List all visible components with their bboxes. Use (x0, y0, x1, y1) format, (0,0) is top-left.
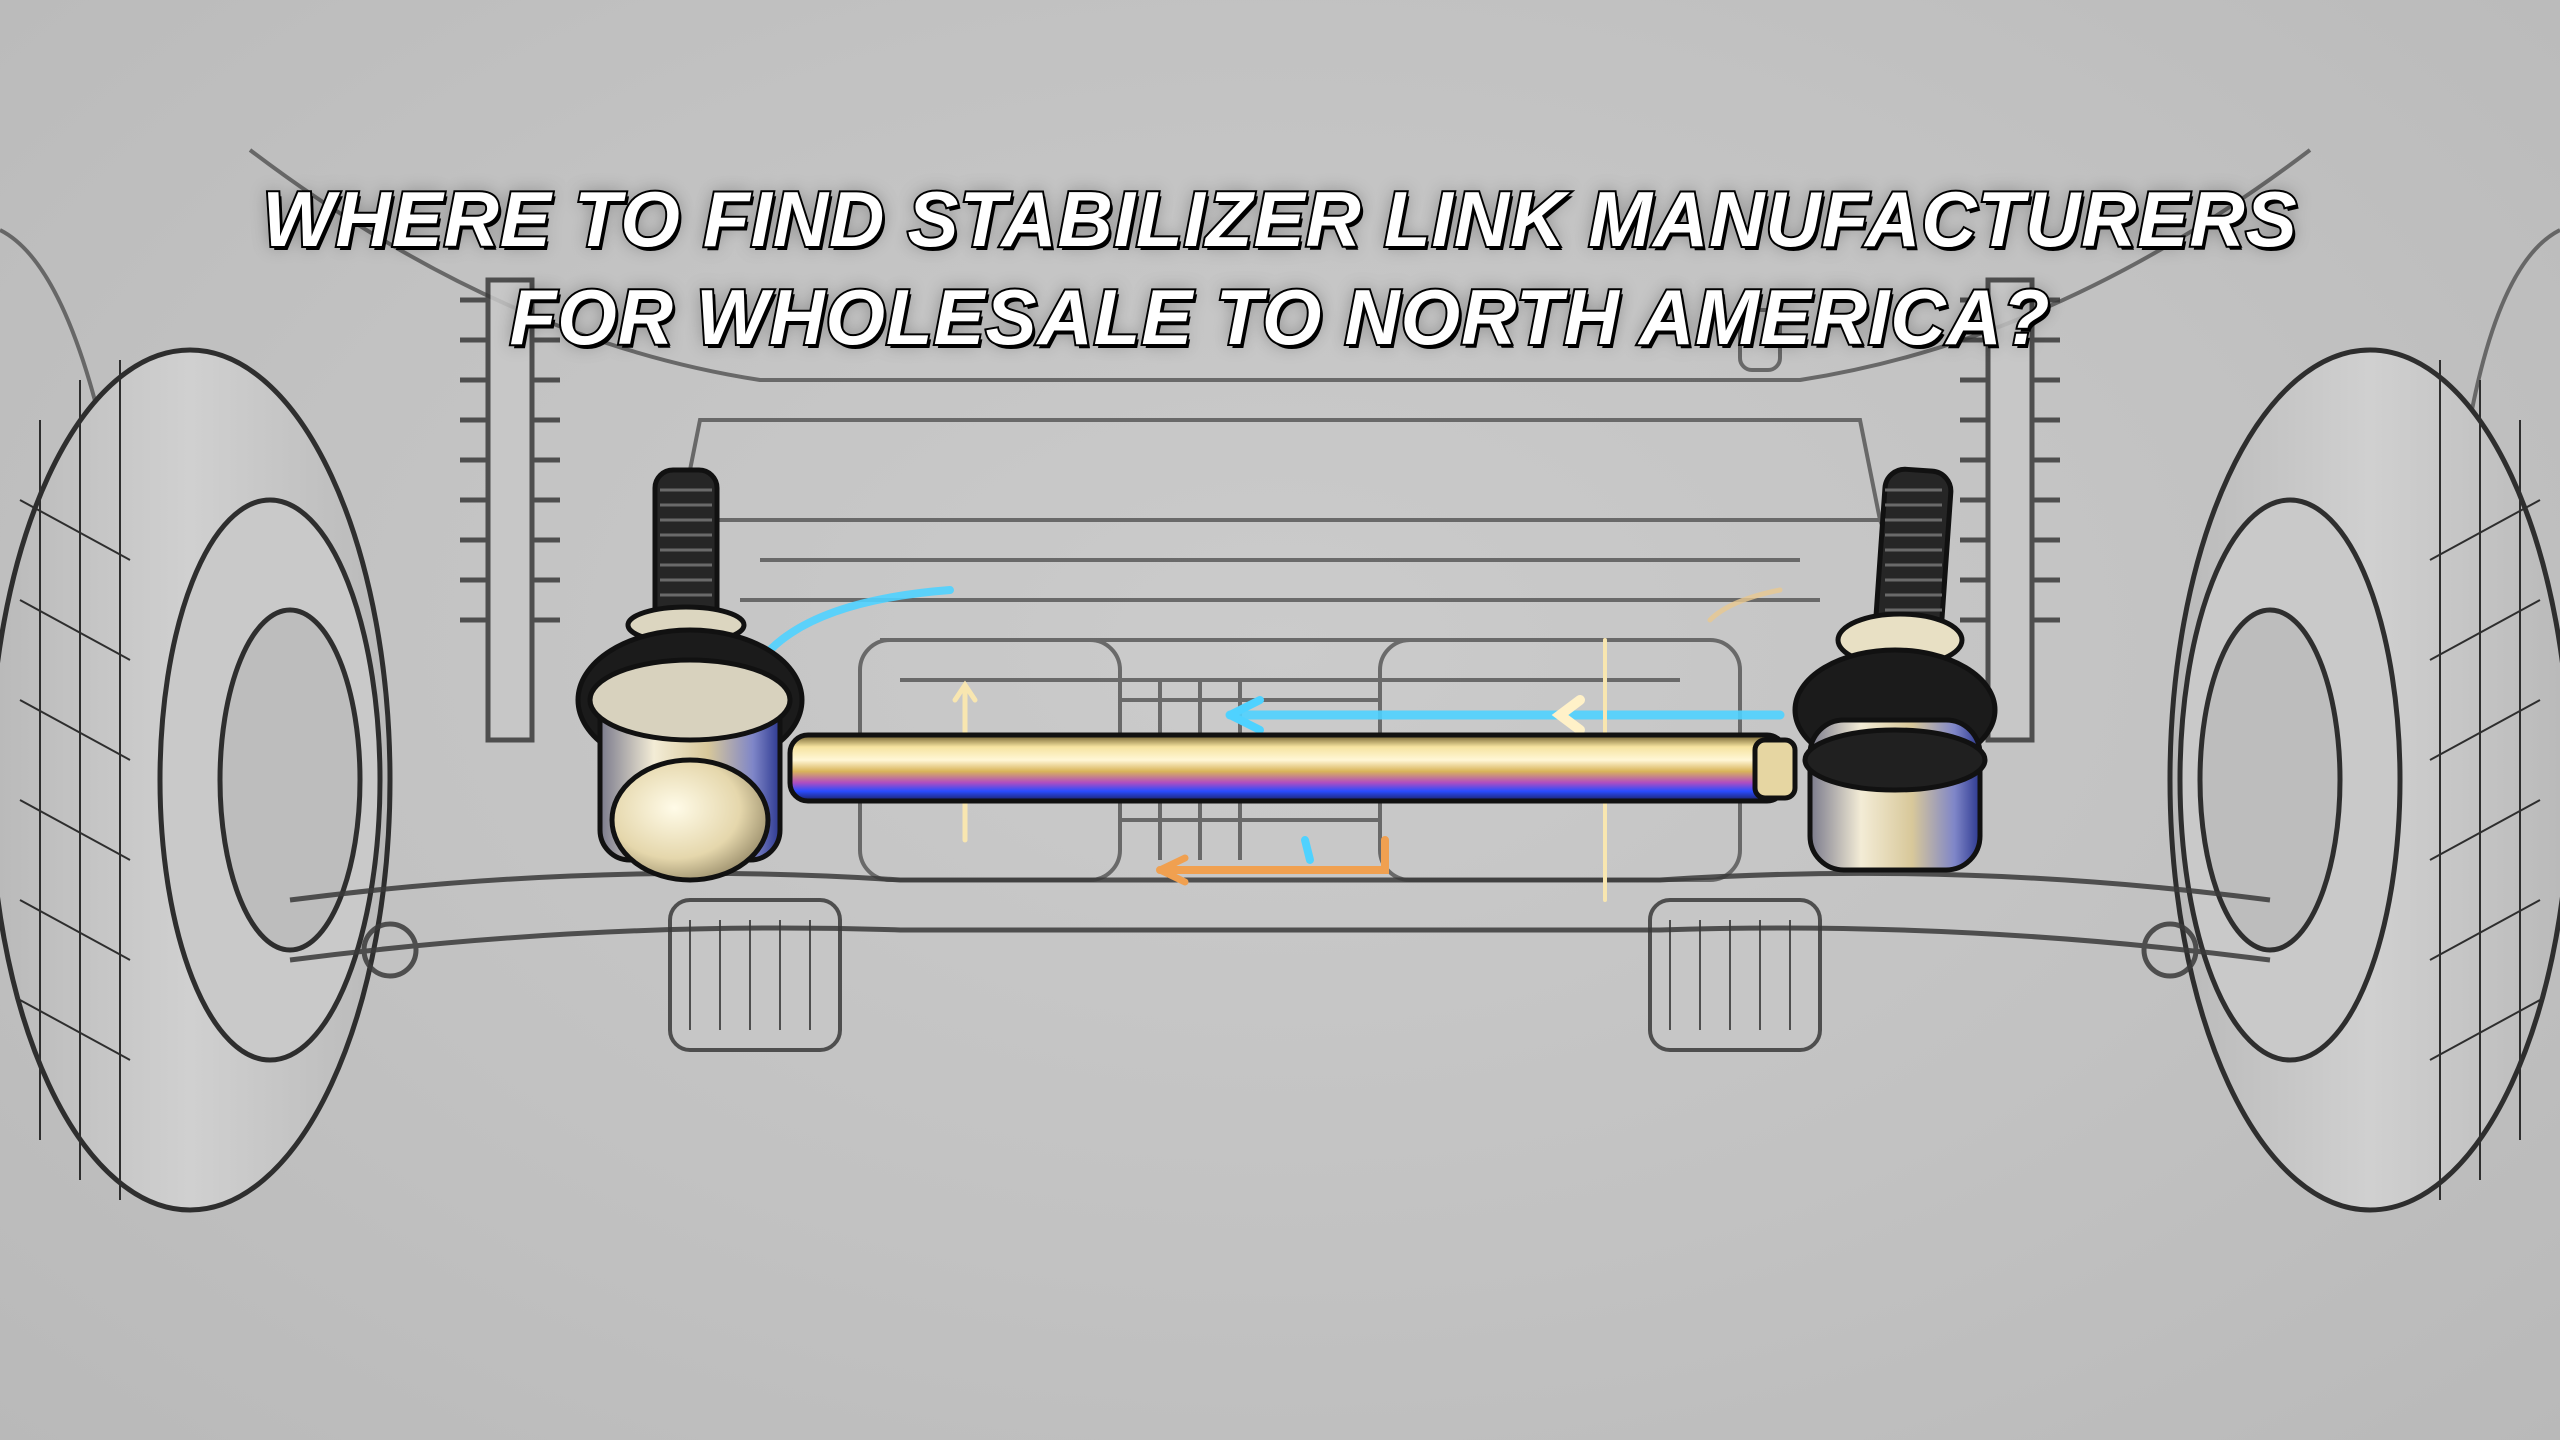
left-coil-spring (460, 277, 560, 743)
control-arms (289, 870, 2271, 979)
stabilizer-link (575, 466, 1998, 883)
title-line-2: FOR WHOLESALE TO NORTH AMERICA? (508, 271, 2052, 363)
rear-wheels (668, 898, 1822, 1052)
right-coil-spring (1960, 277, 2060, 743)
right-wheel (2167, 347, 2560, 1213)
page-title: WHERE TO FIND STABILIZER LINK MANUFACTUR… (26, 170, 2535, 366)
title-line-1: WHERE TO FIND STABILIZER LINK MANUFACTUR… (260, 173, 2298, 265)
left-wheel (0, 347, 393, 1213)
